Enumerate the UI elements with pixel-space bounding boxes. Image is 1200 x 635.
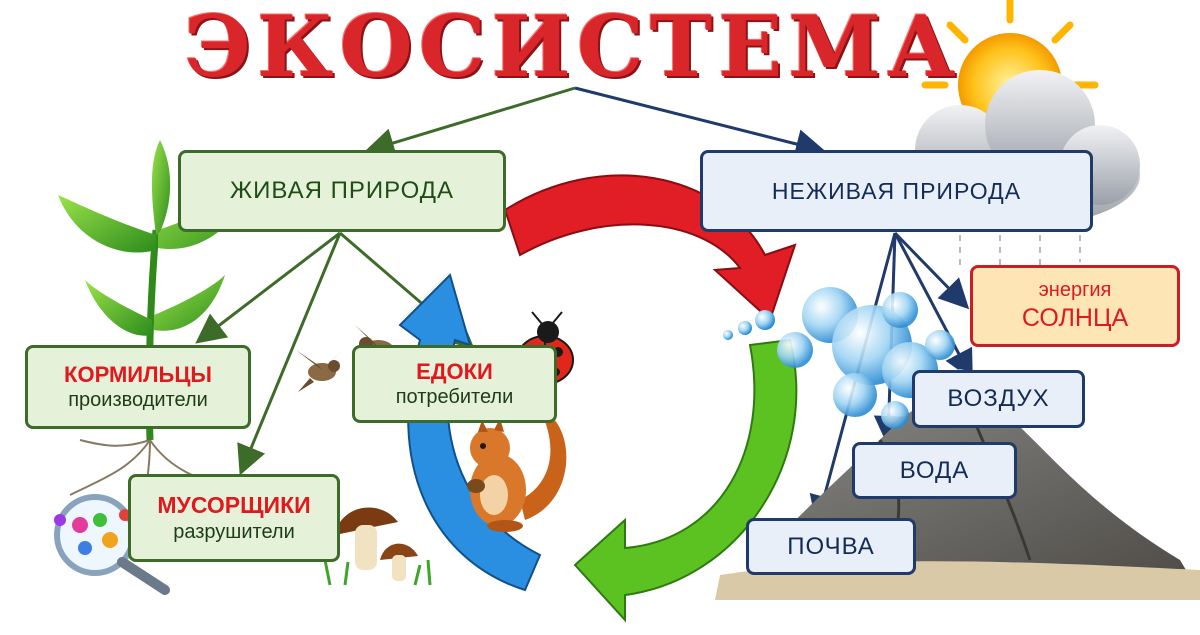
consumers-role: потребители [395, 386, 514, 409]
squirrel-icon [467, 410, 567, 532]
solar-energy-box: энергия СОЛНЦА [970, 265, 1180, 347]
mushroom-icon [323, 507, 432, 586]
producers-role: производители [68, 389, 208, 412]
decomposers-role: разрушители [173, 520, 295, 543]
producers-name: КОРМИЛЬЦЫ [64, 361, 212, 387]
solar-energy-line1: энергия [1038, 278, 1112, 301]
air-label: ВОЗДУХ [947, 385, 1050, 412]
solar-energy-line2: СОЛНЦА [1021, 303, 1129, 332]
bubbles-icon [723, 287, 971, 429]
consumers-box: ЕДОКИ потребители [352, 345, 557, 423]
air-box: ВОЗДУХ [912, 370, 1085, 428]
title-to-living-arrow [364, 86, 576, 158]
green-cycle-arrow [573, 338, 798, 623]
blue-cycle-arrow [398, 273, 542, 592]
decomposers-box: МУСОРЩИКИ разрушители [128, 474, 340, 562]
living-nature-box: ЖИВАЯ ПРИРОДА [178, 150, 506, 232]
living-nature-label: ЖИВАЯ ПРИРОДА [229, 177, 455, 204]
producers-box: КОРМИЛЬЦЫ производители [25, 345, 251, 429]
decomposers-name: МУСОРЩИКИ [157, 492, 311, 519]
water-box: ВОДА [852, 442, 1017, 499]
title-to-nonliving-arrow [574, 86, 826, 159]
nonliving-nature-label: НЕЖИВАЯ ПРИРОДА [771, 177, 1022, 204]
water-label: ВОДА [899, 456, 970, 484]
page-title: ЭКОСИСТЕМА [184, 0, 962, 96]
consumers-name: ЕДОКИ [416, 358, 493, 384]
soil-box: ПОЧВА [746, 518, 916, 575]
bird-icon [296, 348, 345, 392]
nonliving-nature-box: НЕЖИВАЯ ПРИРОДА [700, 150, 1093, 232]
soil-label: ПОЧВА [787, 532, 875, 560]
